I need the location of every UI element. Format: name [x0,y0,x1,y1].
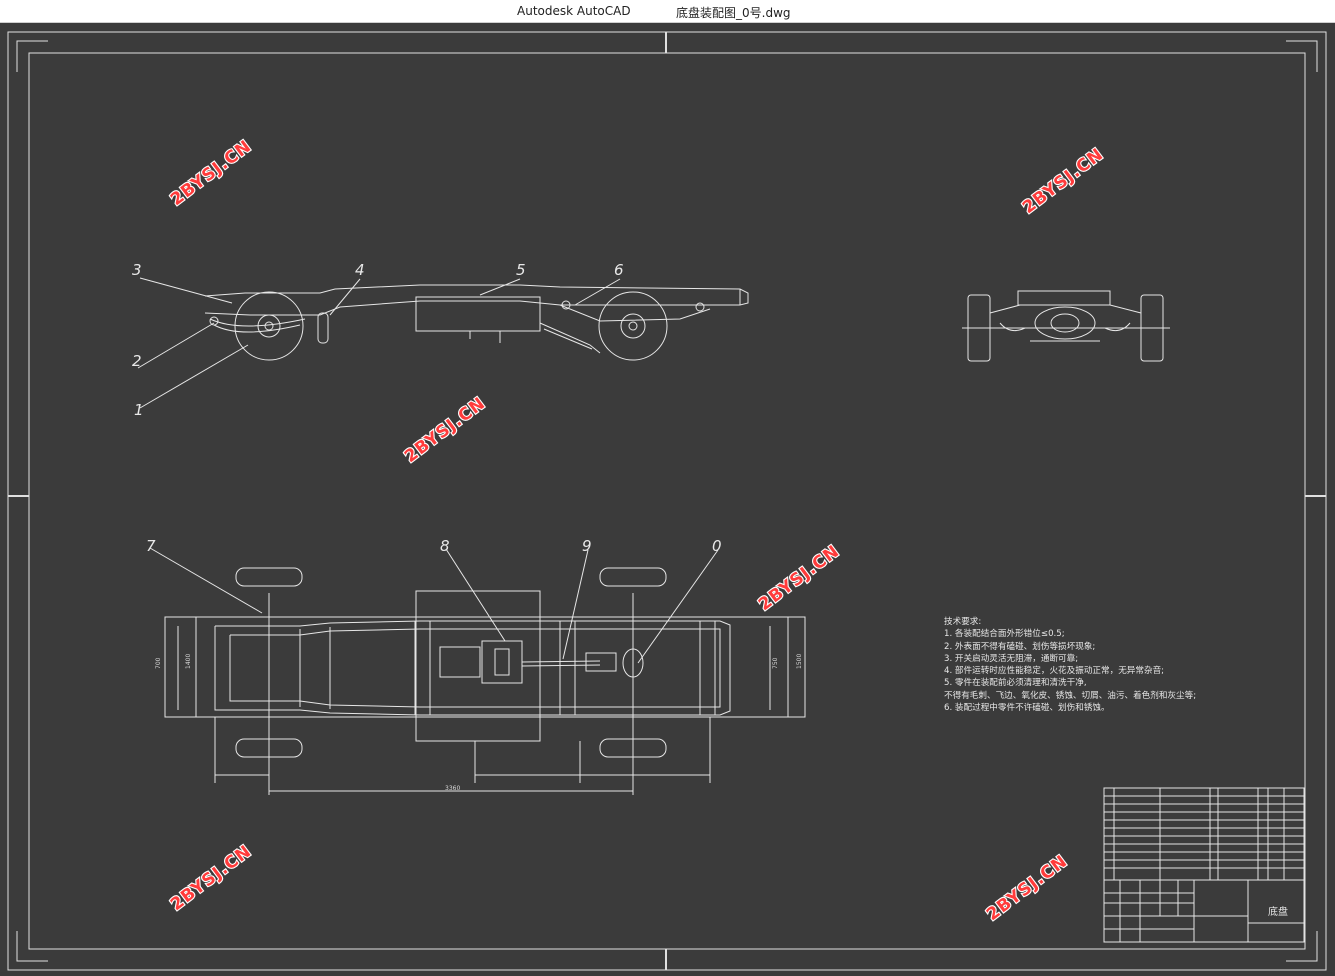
watermark-2: 2BYSJ.CN [1019,144,1108,218]
tech-req-item-1: 1. 各装配结合面外形错位≤0.5; [944,629,1065,640]
dim-overall-length: 3360 [445,785,460,792]
dim-height-right: 750 [772,657,779,669]
tech-req-item-4: 4. 部件运转时应性能稳定，火花及振动正常，无异常杂音; [944,666,1165,677]
corner-mark-tl [16,40,48,72]
balloon-4: 4 [355,261,365,279]
corner-mark-br [1286,931,1318,962]
top-view-labels: 3360 700 1400 750 1500 7 8 9 0 [146,537,803,792]
watermark-3: 2BYSJ.CN [401,393,490,467]
title-block [1103,787,1305,943]
tech-req-item-5: 5. 零件在装配前必须清理和清洗干净, [944,678,1087,689]
tech-req-item-7: 6. 装配过程中零件不许磕碰、划伤和锈蚀。 [944,703,1110,714]
window-title-bar: Autodesk AutoCAD 底盘装配图_0号.dwg [0,0,1335,23]
dim-height-left2: 1400 [185,654,192,669]
balloon-8: 8 [440,537,450,555]
balloon-5: 5 [516,261,526,279]
cad-drawing[interactable]: 3 4 5 6 2 1 [0,23,1335,972]
balloon-1: 1 [134,401,144,419]
watermarks: 2BYSJ.CN 2BYSJ.CN 2BYSJ.CN 2BYSJ.CN 2BYS… [166,135,1109,926]
side-view-balloons: 3 4 5 6 2 1 [132,261,624,419]
dim-height-left: 700 [155,657,162,669]
tech-req-item-6: 不得有毛刺、飞边、氧化皮、锈蚀、切屑、油污、着色剂和灰尘等; [944,690,1197,701]
document-name: 底盘装配图_0号.dwg [676,6,791,20]
tech-req-title: 技术要求: [944,617,982,627]
end-view [962,290,1170,362]
side-view [137,277,749,409]
balloon-6: 6 [614,261,624,279]
drawing-name: 底盘 [1268,905,1288,918]
tech-req-item-2: 2. 外表面不得有磕碰、划伤等损坏现象; [944,641,1096,652]
watermark-1: 2BYSJ.CN [167,136,256,210]
watermark-6: 2BYSJ.CN [983,851,1072,925]
corner-mark-bl [16,931,48,962]
top-view [149,547,806,795]
dim-height-right2: 1500 [796,654,803,669]
watermark-4: 2BYSJ.CN [755,541,844,615]
app-name: Autodesk AutoCAD [517,4,631,18]
balloon-0: 0 [712,537,722,555]
balloon-3: 3 [132,261,142,279]
watermark-5: 2BYSJ.CN [167,841,256,915]
tech-req-item-3: 3. 开关启动灵活无阻滞，通断可靠; [944,653,1079,664]
balloon-2: 2 [132,352,142,370]
technical-requirements: 技术要求: 1. 各装配结合面外形错位≤0.5; 2. 外表面不得有磕碰、划伤等… [944,616,1196,714]
corner-mark-tr [1286,40,1318,72]
balloon-9: 9 [582,537,592,555]
balloon-7: 7 [146,537,156,555]
drawing-canvas[interactable]: 3 4 5 6 2 1 [0,23,1335,972]
